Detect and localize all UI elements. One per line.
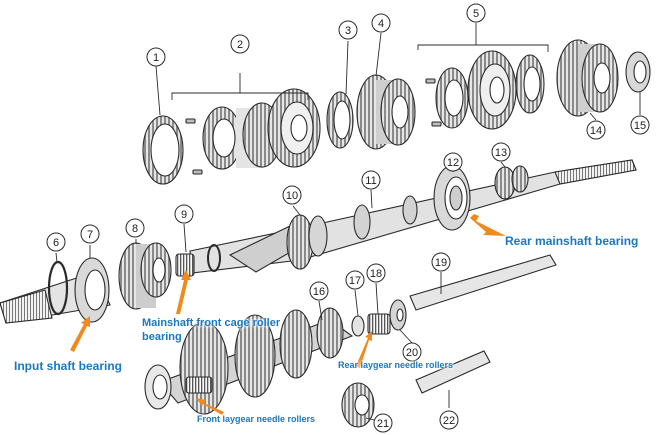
synchro-hub-5: [435, 50, 545, 130]
part-label-7: 7: [80, 224, 100, 244]
callout-mainshaft-front-cage-roller-line1: Mainshaft front cage roller: [142, 317, 281, 329]
svg-text:10: 10: [286, 190, 298, 202]
part-label-12: 12: [443, 152, 463, 172]
svg-text:1: 1: [153, 52, 159, 64]
callout-input-shaft-bearing: Input shaft bearing: [14, 359, 122, 373]
part-label-1: 1: [146, 47, 166, 67]
input-shaft: [0, 242, 221, 324]
leader-lines: [55, 32, 641, 421]
part-label-2: 2: [230, 34, 250, 54]
arrow-rear-laygear-rollers: [356, 331, 372, 368]
part-label-13: 13: [491, 142, 511, 162]
gear-4: [356, 74, 416, 150]
callout-rear-laygear-needle-rollers: Rear laygear needle rollers: [338, 360, 454, 370]
svg-text:14: 14: [590, 125, 602, 137]
part-number-labels: 1 2 3 4 5 6 7 8 9 10 11 12 13 14 15 16 1…: [46, 3, 650, 433]
svg-text:17: 17: [349, 275, 361, 287]
mainshaft: [189, 159, 637, 274]
svg-text:8: 8: [132, 223, 138, 235]
part-label-9: 9: [174, 204, 194, 224]
upper-gear-row: [142, 39, 651, 185]
part-label-21: 21: [373, 413, 393, 433]
svg-text:22: 22: [443, 415, 455, 427]
arrow-front-laygear-rollers: [196, 398, 224, 415]
part-label-10: 10: [282, 185, 302, 205]
svg-text:2: 2: [237, 39, 243, 51]
arrow-input-shaft-bearing: [70, 316, 90, 352]
svg-text:15: 15: [634, 120, 646, 132]
svg-text:7: 7: [87, 229, 93, 241]
callout-mainshaft-front-cage-roller-line2: bearing: [142, 331, 182, 343]
part-label-14: 14: [586, 120, 606, 140]
arrow-rear-mainshaft-bearing: [470, 214, 506, 236]
svg-text:11: 11: [365, 175, 376, 187]
part-label-19: 19: [431, 252, 451, 272]
spacer-15: [625, 51, 651, 93]
svg-text:3: 3: [345, 25, 351, 37]
callout-front-laygear-needle-rollers: Front laygear needle rollers: [197, 414, 316, 424]
part-label-22: 22: [439, 410, 459, 430]
svg-text:12: 12: [447, 157, 459, 169]
part-label-18: 18: [366, 263, 386, 283]
group-brackets: [171, 23, 549, 100]
svg-text:4: 4: [378, 18, 384, 30]
arrow-mainshaft-cage-bearing: [176, 270, 191, 314]
baulk-ring-1: [142, 115, 184, 185]
synchro-hub-2: [202, 88, 321, 170]
gear-14: [556, 39, 619, 117]
svg-text:13: 13: [495, 147, 507, 159]
svg-text:19: 19: [435, 257, 447, 269]
callout-arrows: [70, 214, 506, 415]
part-label-16: 16: [309, 281, 329, 301]
part-label-4: 4: [371, 13, 391, 33]
part-label-5: 5: [466, 3, 486, 23]
part-label-11: 11: [361, 170, 381, 190]
part-label-15: 15: [630, 115, 650, 135]
part-label-8: 8: [125, 218, 145, 238]
layshaft-19: [409, 254, 557, 311]
part-label-6: 6: [46, 232, 66, 252]
callout-rear-mainshaft-bearing: Rear mainshaft bearing: [505, 234, 639, 248]
svg-text:5: 5: [473, 8, 479, 20]
svg-text:6: 6: [53, 237, 59, 249]
laygear-cluster: [144, 299, 407, 428]
part-label-3: 3: [338, 20, 358, 40]
reverse-idler-shaft-22: [415, 350, 491, 394]
svg-text:18: 18: [370, 268, 382, 280]
svg-text:9: 9: [181, 209, 187, 221]
part-label-20: 20: [402, 342, 422, 362]
svg-text:16: 16: [313, 286, 325, 298]
svg-text:21: 21: [377, 418, 389, 430]
baulk-ring-3: [326, 91, 354, 149]
svg-text:20: 20: [406, 347, 418, 359]
part-label-17: 17: [345, 270, 365, 290]
